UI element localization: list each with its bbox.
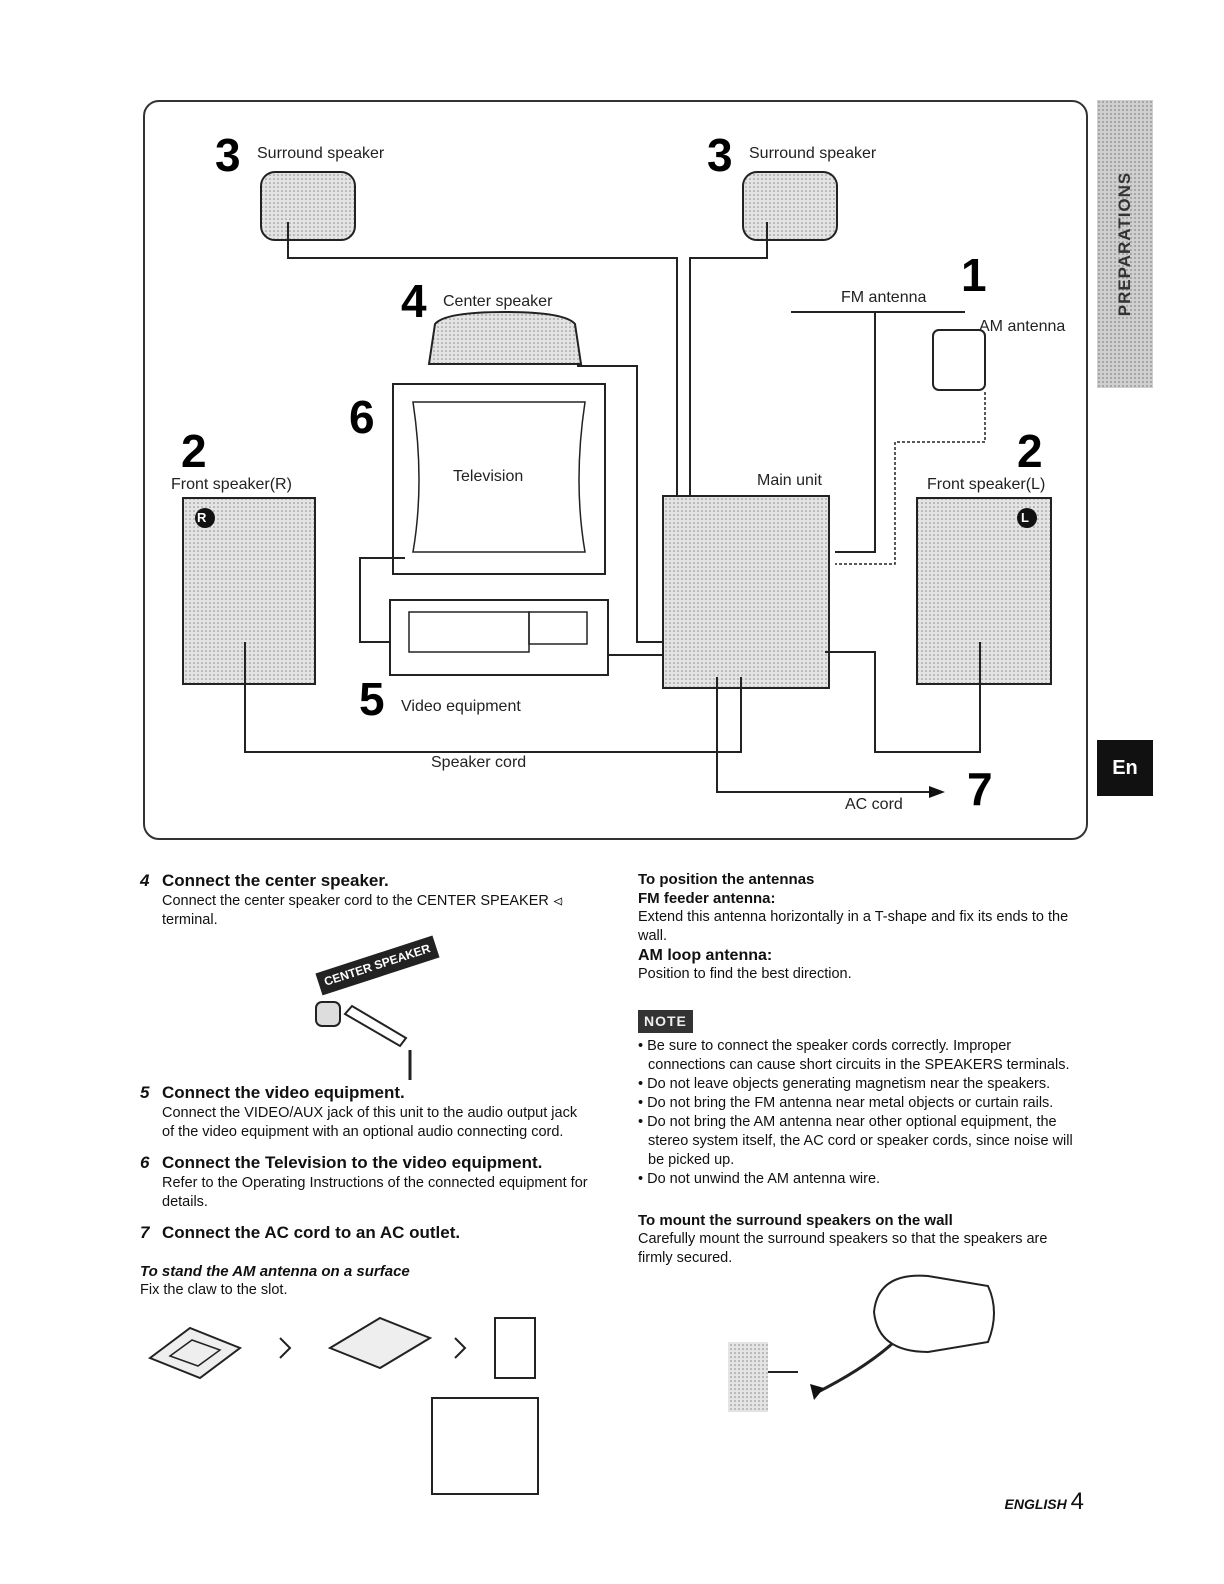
step-5-body: Connect the VIDEO/AUX jack of this unit … <box>162 1105 578 1140</box>
surround-speaker-left-shape <box>260 171 356 241</box>
front-l-number: 2 <box>1017 425 1043 477</box>
note-item: Do not leave objects generating magnetis… <box>638 1075 1084 1094</box>
am-loop-heading: AM loop antenna: <box>638 947 773 964</box>
antennas-heading: To position the antennas <box>638 871 815 888</box>
front-l-badge: L <box>1021 510 1029 525</box>
am-antenna-stand-illustration <box>147 1316 539 1495</box>
center-speaker-shape <box>427 310 583 365</box>
fm-feeder-body: Extend this antenna horizontally in a T-… <box>638 909 1069 944</box>
main-unit-label: Main unit <box>757 472 822 489</box>
surround-speaker-right-shape <box>742 171 838 241</box>
ac-number: 7 <box>967 763 993 815</box>
center-number: 4 <box>401 275 427 327</box>
page-footer: ENGLISH 4 <box>1005 1488 1084 1516</box>
mount-heading: To mount the surround speakers on the wa… <box>638 1212 953 1229</box>
speaker-cord-label: Speaker cord <box>431 754 527 771</box>
fm-antenna-label: FM antenna <box>841 289 927 306</box>
fm-antenna-number: 1 <box>961 249 987 301</box>
tv-number: 6 <box>349 391 375 443</box>
am-antenna-shape <box>932 329 986 391</box>
front-r-number: 2 <box>181 425 207 477</box>
am-stand-heading: To stand the AM antenna on a surface <box>140 1263 410 1280</box>
tv-label: Television <box>453 468 524 485</box>
surround-left-label: Surround speaker <box>257 145 385 162</box>
note-item: Do not unwind the AM antenna wire. <box>638 1170 1084 1189</box>
video-label: Video equipment <box>401 698 521 715</box>
front-speaker-r-shape <box>182 497 316 685</box>
note-item: Be sure to connect the speaker cords cor… <box>638 1037 1084 1075</box>
step-6-body: Refer to the Operating Instructions of t… <box>162 1175 588 1210</box>
note-badge: NOTE <box>638 1010 693 1033</box>
note-item: Do not bring the AM antenna near other o… <box>638 1113 1084 1170</box>
surround-right-label: Surround speaker <box>749 145 877 162</box>
video-number: 5 <box>359 673 385 725</box>
connection-diagram: 3 Surround speaker 3 Surround speaker 4 … <box>143 100 1088 840</box>
front-speaker-l-shape <box>916 497 1052 685</box>
surround-right-number: 3 <box>707 129 733 181</box>
center-speaker-jack-illustration: CENTER SPEAKER <box>140 930 590 1082</box>
preparations-tab: PREPARATIONS <box>1097 100 1153 388</box>
notes-list: Be sure to connect the speaker cords cor… <box>638 1037 1084 1189</box>
step-4-body: Connect the center speaker cord to the C… <box>162 893 564 928</box>
ac-cord-label: AC cord <box>845 796 903 813</box>
center-label: Center speaker <box>443 293 553 310</box>
television-shape <box>392 383 606 575</box>
language-tab: En <box>1097 740 1153 796</box>
diagram-drawing <box>182 171 1052 798</box>
front-r-badge: R <box>197 510 207 525</box>
front-r-label: Front speaker(R) <box>171 476 292 493</box>
right-column: To position the antennas FM feeder anten… <box>638 870 1084 1422</box>
page-number: 4 <box>1070 1488 1084 1515</box>
am-antenna-label: AM antenna <box>979 318 1066 335</box>
mount-body: Carefully mount the surround speakers so… <box>638 1231 1048 1266</box>
footer-language: ENGLISH <box>1004 1496 1067 1512</box>
am-stand-body: Fix the claw to the slot. <box>140 1282 288 1298</box>
surround-left-number: 3 <box>215 129 241 181</box>
am-loop-body: Position to find the best direction. <box>638 966 852 982</box>
main-unit-shape <box>662 495 830 689</box>
fm-feeder-heading: FM feeder antenna: <box>638 890 776 907</box>
front-l-label: Front speaker(L) <box>927 476 1046 493</box>
note-item: Do not bring the FM antenna near metal o… <box>638 1094 1084 1113</box>
wall-mount-illustration <box>728 1274 995 1412</box>
